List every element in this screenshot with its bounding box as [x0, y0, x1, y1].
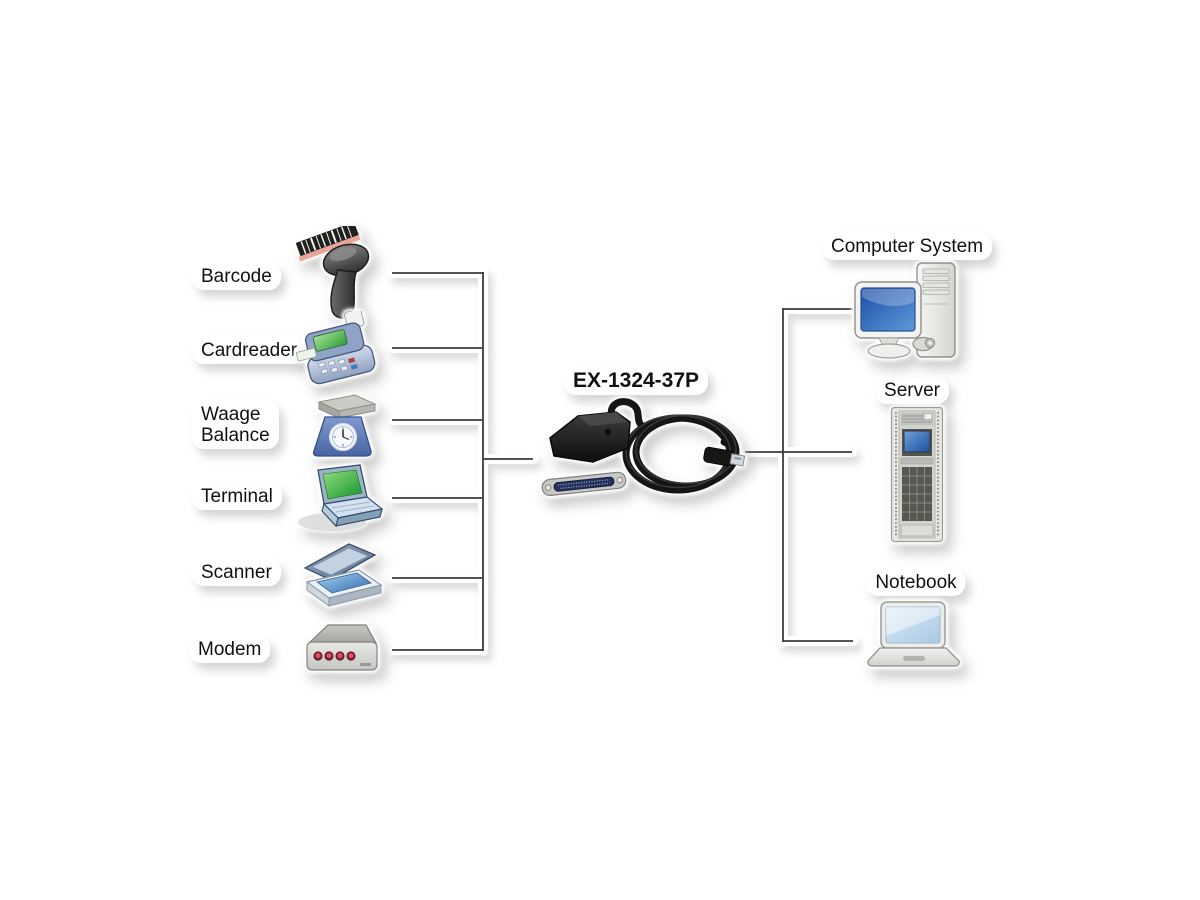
modem-icon: [306, 624, 378, 671]
label-waage-balance: Waage Balance: [192, 401, 279, 449]
notebook-icon: [867, 601, 960, 667]
label-cardreader: Cardreader: [192, 337, 307, 364]
server-rack-icon: [890, 406, 944, 543]
label-barcode: Barcode: [192, 263, 281, 290]
label-computer-system: Computer System: [821, 233, 993, 260]
label-terminal: Terminal: [192, 483, 282, 510]
label-scanner: Scanner: [192, 559, 281, 586]
label-notebook: Notebook: [866, 569, 966, 596]
weighing-scale-icon: [312, 394, 377, 457]
label-modem: Modem: [189, 636, 271, 663]
product-model-label: EX-1324-37P: [563, 366, 709, 395]
flatbed-scanner-icon: [303, 543, 383, 607]
barcode-scanner-icon: [296, 226, 370, 319]
cardreader-icon: [296, 311, 376, 385]
terminal-icon: [298, 464, 384, 531]
label-server: Server: [875, 377, 949, 404]
usb-parallel-cable-icon: [541, 398, 746, 497]
desktop-computer-icon: [854, 262, 956, 359]
